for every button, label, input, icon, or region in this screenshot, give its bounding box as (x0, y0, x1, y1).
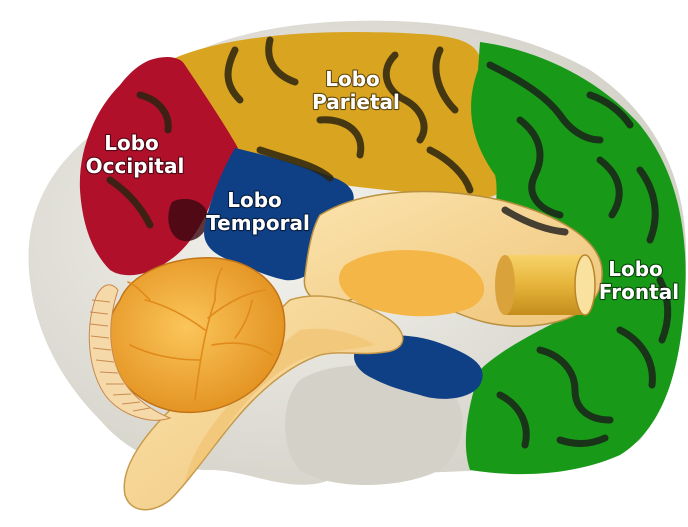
label-parietal: Lobo Parietal (312, 67, 400, 114)
label-temporal-line2: Temporal (206, 211, 310, 235)
ventricle-tube (495, 255, 595, 315)
label-frontal-line2: Frontal (599, 280, 679, 304)
label-parietal-line1: Lobo (325, 67, 380, 91)
label-frontal: Lobo Frontal (599, 257, 679, 304)
label-frontal-line1: Lobo (608, 257, 663, 281)
label-occipital-line1: Lobo (104, 131, 159, 155)
label-parietal-line2: Parietal (312, 90, 400, 114)
label-occipital-line2: Occipital (86, 154, 185, 178)
label-temporal-line1: Lobo (227, 188, 282, 212)
